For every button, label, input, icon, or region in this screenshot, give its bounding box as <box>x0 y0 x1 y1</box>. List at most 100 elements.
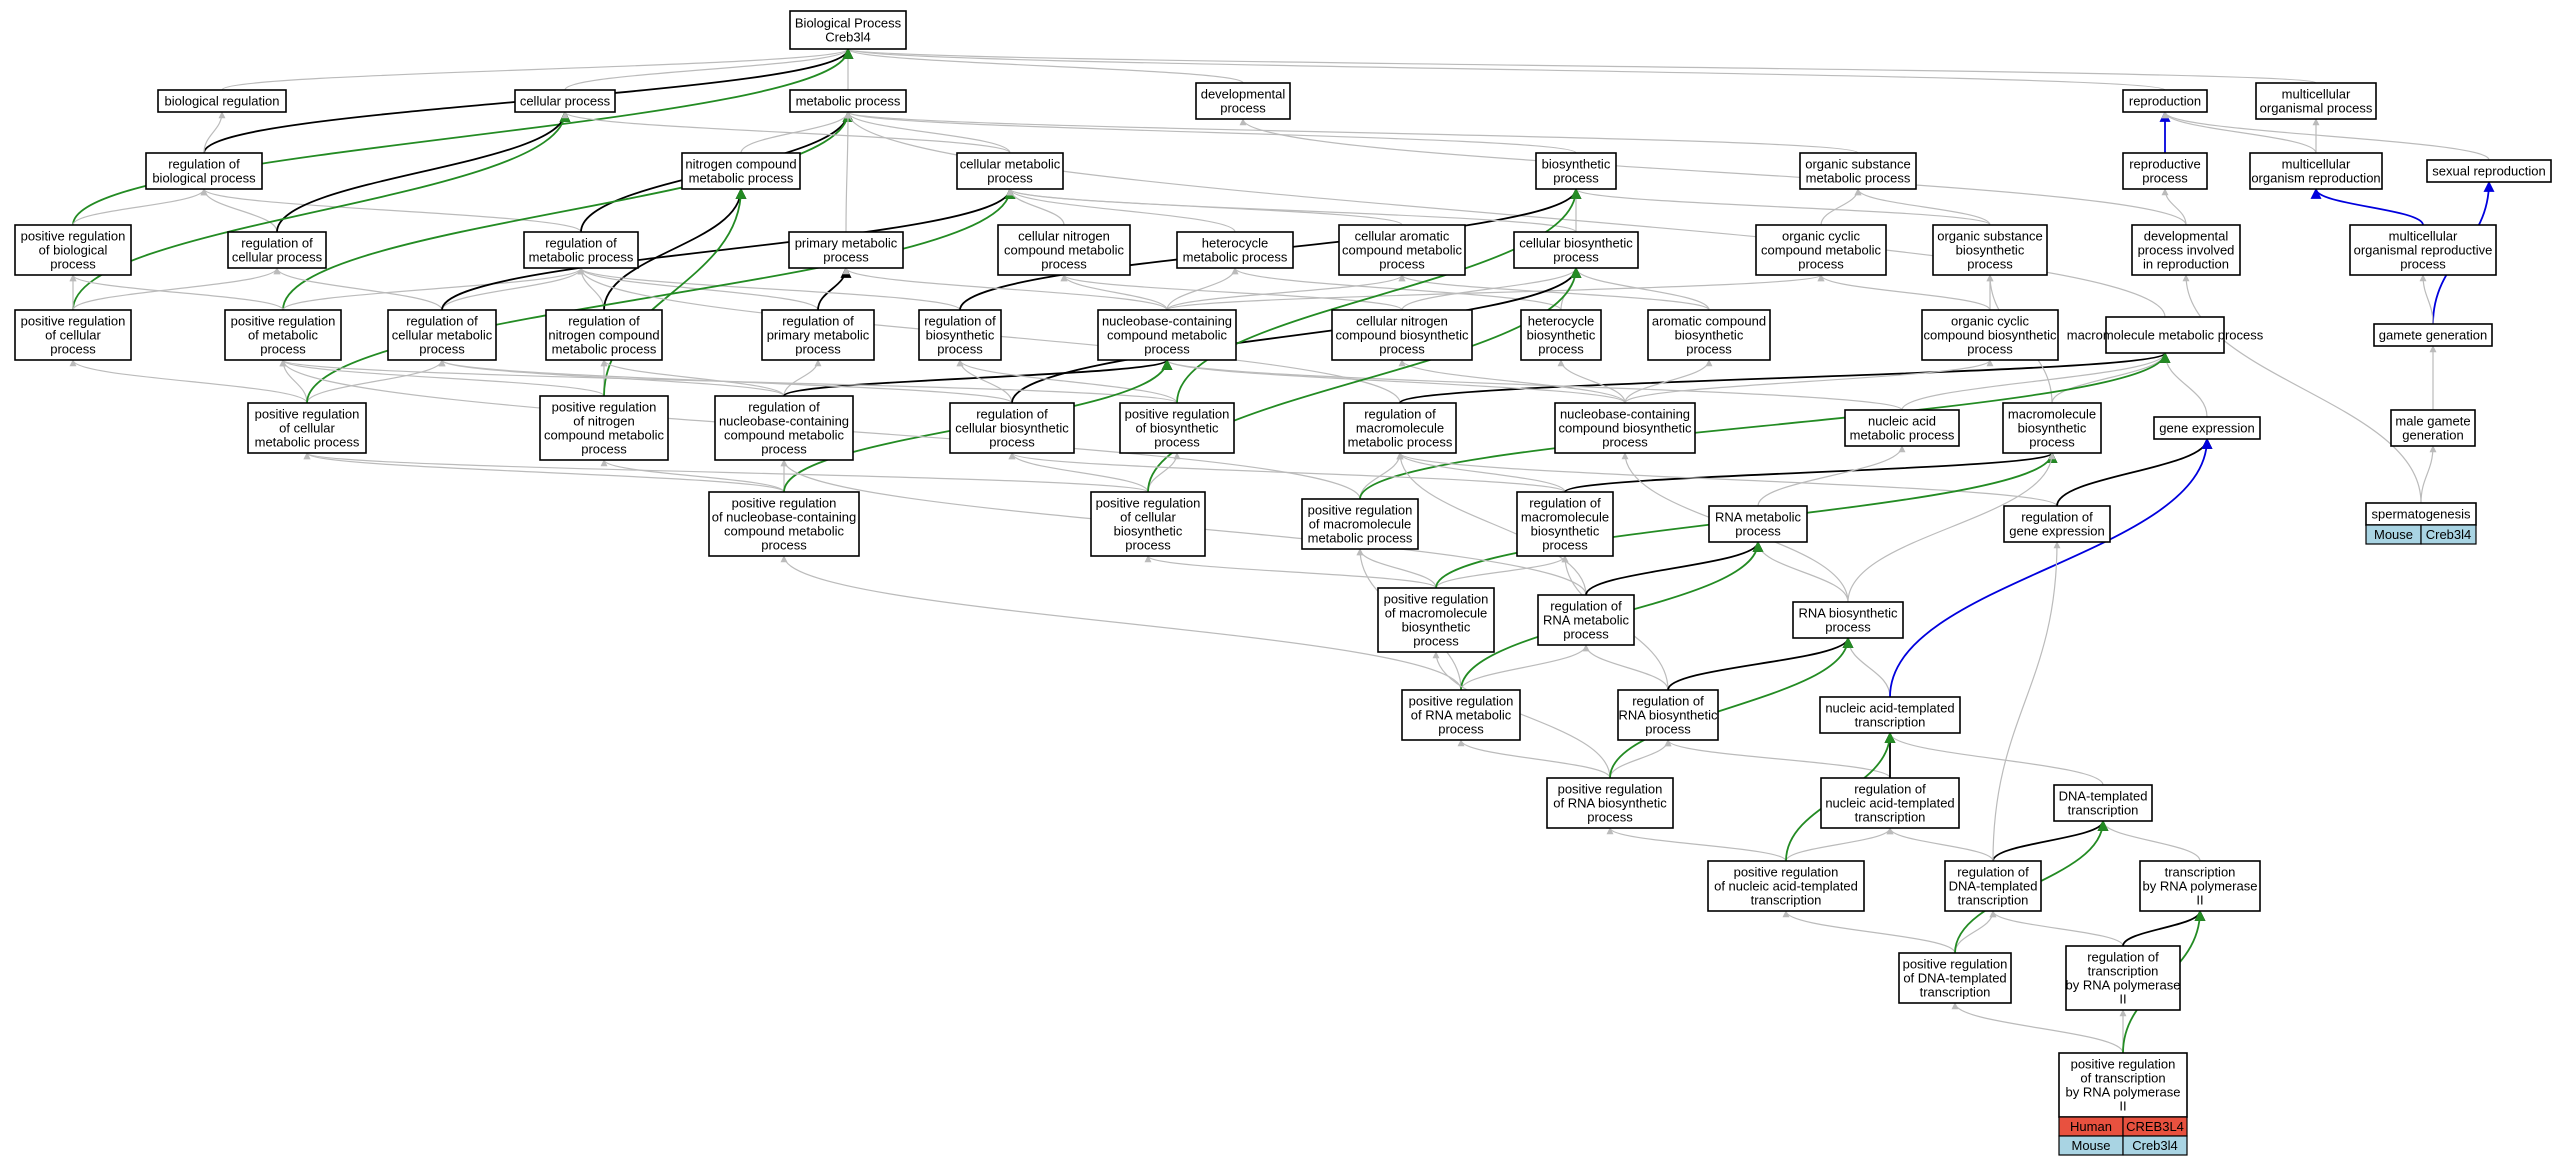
species-tag-text: Mouse <box>2374 527 2413 542</box>
node-prdtt-label-line: positive regulation <box>1903 957 2008 972</box>
node-prnccmp-label-line: compound metabolic <box>724 524 844 539</box>
edge-is-a-prrnamp-rrnamp <box>1460 644 1590 691</box>
node-prrnabp-label-line: of RNA biosynthetic <box>1553 796 1667 811</box>
node-gg[interactable]: gamete generation <box>2373 323 2493 347</box>
node-mmp[interactable]: macromolecule metabolic process <box>2067 316 2264 354</box>
edge-part-of-natt-ge <box>1889 437 2213 698</box>
node-sr[interactable]: sexual reproduction <box>2426 159 2552 183</box>
node-rmbp[interactable]: regulation ofmacromoleculebiosyntheticpr… <box>1516 491 1614 557</box>
node-hbp-box <box>1520 309 1602 361</box>
node-repro[interactable]: reproduction <box>2122 89 2208 113</box>
node-rrnamp-label-line: regulation of <box>1550 599 1622 614</box>
node-rncmp-box <box>545 309 663 361</box>
node-cp[interactable]: cellular process <box>514 89 616 113</box>
node-mor-box <box>2249 152 2383 190</box>
node-occmp-label-line: process <box>1798 257 1844 272</box>
node-mp[interactable]: metabolic process <box>789 89 907 113</box>
node-dtt-box <box>2053 784 2153 822</box>
node-cncbp-box <box>1331 309 1473 361</box>
node-morp-label-line: multicellular <box>2389 229 2458 244</box>
node-trp2-box <box>2139 860 2261 912</box>
node-rtrp2-label-line: regulation of <box>2087 950 2159 965</box>
node-mor-label-line: organism reproduction <box>2251 171 2380 186</box>
edge-is-a-osmp-mp <box>844 111 1859 154</box>
node-morp-label-line: process <box>2400 257 2446 272</box>
node-ge[interactable]: gene expression <box>2153 416 2261 440</box>
node-rnamp-box <box>1708 505 1808 543</box>
node-prmmp-box <box>1301 498 1419 550</box>
edge-is-a-rdtt-rge <box>1992 541 2061 862</box>
node-pmp-label-line: process <box>823 250 869 265</box>
node-dtt-label-line: transcription <box>2068 803 2139 818</box>
edge-is-a-nccmp-camp <box>1166 274 1406 311</box>
node-cncmp-box <box>997 224 1131 276</box>
edge-regulates-rmbp-mbp <box>1564 451 2058 493</box>
node-rnccmp[interactable]: regulation ofnucleobase-containingcompou… <box>714 395 854 461</box>
node-breg[interactable]: biological regulation <box>157 89 287 113</box>
